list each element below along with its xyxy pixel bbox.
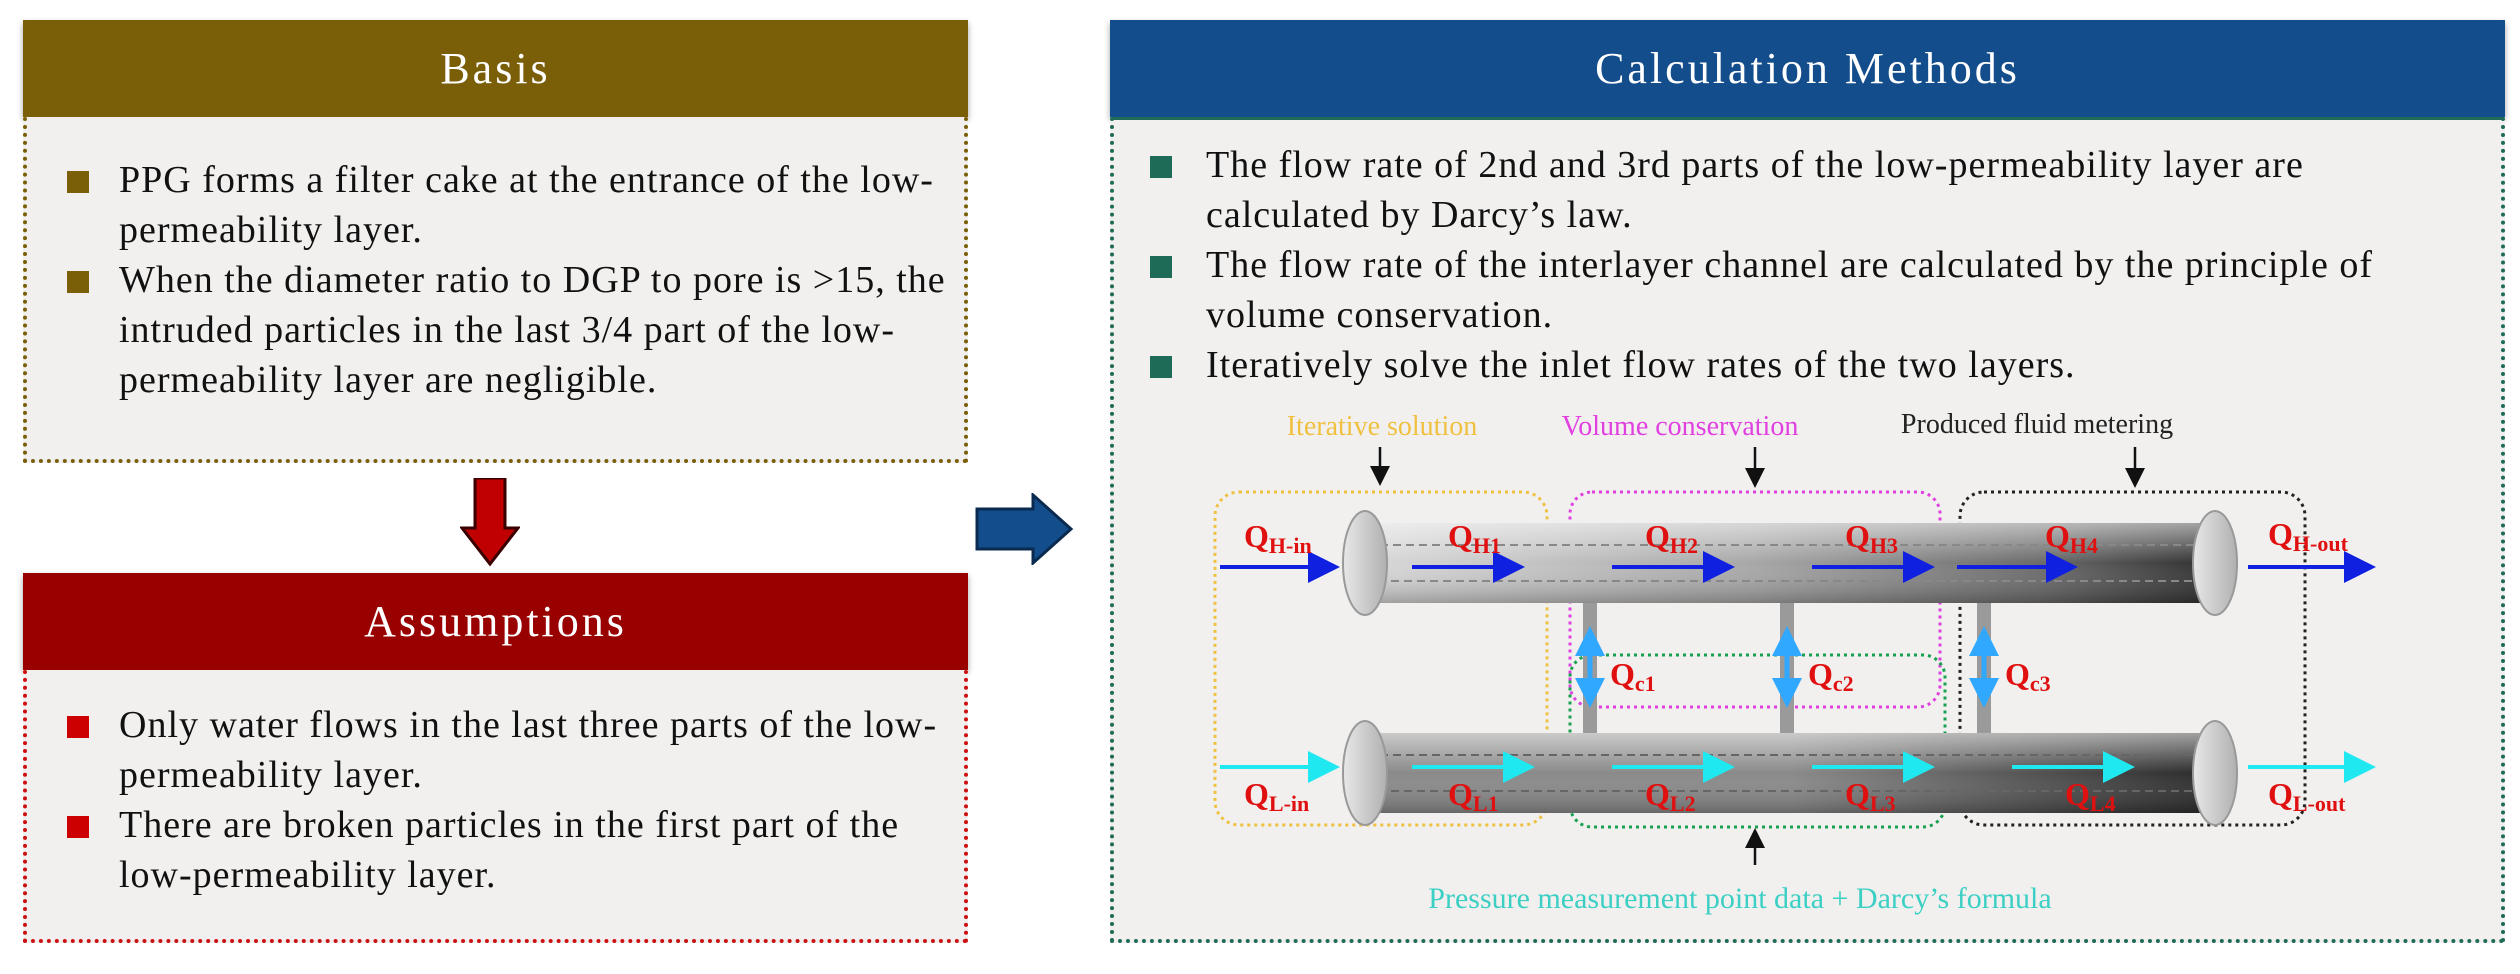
square-bullet-icon [1150,256,1172,278]
flow-label-l-in: QL-in [1244,776,1309,816]
basis-item: PPG forms a filter cake at the entrance … [27,155,964,255]
assumptions-item: Only water flows in the last three parts… [27,700,964,800]
flow-label-l3: QL3 [1845,776,1896,816]
square-bullet-icon [67,271,89,293]
flow-label-h1: QH1 [1448,518,1501,558]
square-bullet-icon [67,716,89,738]
low-perm-pipe [1342,720,2238,826]
down-arrow-icon [460,478,520,567]
methods-panel: Calculation Methods The flow rate of 2nd… [1110,20,2505,943]
basis-body: PPG forms a filter cake at the entrance … [23,117,968,463]
methods-list: The flow rate of 2nd and 3rd parts of th… [1114,140,2501,390]
assumptions-title: Assumptions [364,597,627,646]
volume-label: Volume conservation [1562,411,1799,442]
methods-header: Calculation Methods [1110,20,2505,117]
right-arrow-icon [975,493,1074,565]
basis-list: PPG forms a filter cake at the entrance … [27,155,964,405]
flow-label-l2: QL2 [1645,776,1696,816]
flow-label-c3: Qc3 [2005,656,2051,696]
assumptions-panel: Assumptions Only water flows in the last… [23,573,968,943]
flow-label-h3: QH3 [1845,518,1898,558]
basis-item: When the diameter ratio to DGP to pore i… [27,255,964,405]
basis-panel: Basis PPG forms a filter cake at the ent… [23,20,968,463]
square-bullet-icon [67,171,89,193]
flow-label-h4: QH4 [2045,518,2098,558]
flow-label-h2: QH2 [1645,518,1698,558]
methods-item: The flow rate of the interlayer channel … [1114,240,2501,340]
assumptions-item: There are broken particles in the first … [27,800,964,900]
iterative-label: Iterative solution [1287,411,1478,442]
metering-region [1958,490,2307,827]
high-perm-pipe [1342,510,2238,616]
flow-label-c1: Qc1 [1610,656,1656,696]
square-bullet-icon [1150,156,1172,178]
square-bullet-icon [67,816,89,838]
methods-item: Iteratively solve the inlet flow rates o… [1114,340,2501,390]
flow-label-l-out: QL-out [2268,776,2346,816]
square-bullet-icon [1150,356,1172,378]
flow-label-c2: Qc2 [1808,656,1854,696]
pressure-label: Pressure measurement point data + Darcy’… [1428,882,2051,915]
methods-item: The flow rate of 2nd and 3rd parts of th… [1114,140,2501,240]
flow-label-h-in: QH-in [1244,518,1312,558]
assumptions-header: Assumptions [23,573,968,670]
volume-region [1568,490,1942,709]
basis-title: Basis [440,44,551,93]
flow-label-l1: QL1 [1448,776,1499,816]
assumptions-list: Only water flows in the last three parts… [27,700,964,900]
methods-title: Calculation Methods [1595,44,2020,93]
flow-label-l4: QL4 [2065,776,2116,816]
assumptions-body: Only water flows in the last three parts… [23,670,968,943]
flow-diagram: Iterative solution Volume conservation P… [1213,409,2376,915]
basis-header: Basis [23,20,968,117]
flow-label-h-out: QH-out [2268,516,2349,556]
metering-label: Produced fluid metering [1901,409,2173,440]
iterative-region [1213,490,1549,827]
